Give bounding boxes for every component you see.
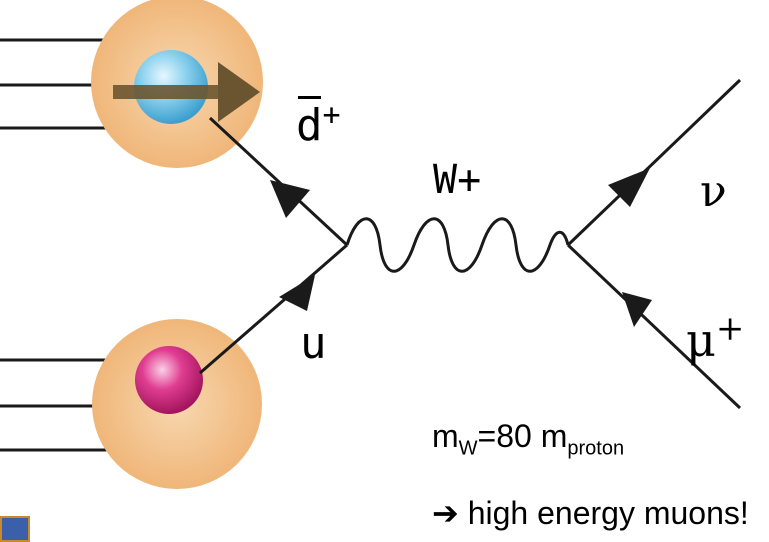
antiquark-symbol: d [296,96,323,151]
quark-sphere [135,346,203,414]
corner-logo [0,516,30,542]
conclusion-text: high energy muons! [467,495,749,531]
mass-sub-proton: proton [567,437,625,460]
fermion-lines [199,78,742,410]
mass-sub-w: W [458,437,478,460]
mass-eq: =80 m [477,418,568,454]
quark-label: u [300,318,327,369]
momentum-arrow [113,62,260,122]
arrowhead-quark [279,275,315,311]
arrowhead-muon [622,292,652,327]
antiquark-charge: + [322,97,341,133]
w-boson-line [345,217,570,273]
mass-m1: m [432,418,459,454]
muon-symbol: μ [686,313,716,367]
arrowhead-neutrino [608,168,650,207]
muon-charge: + [715,308,745,349]
antiquark-label: d+ [296,96,341,151]
w-boson-label: W+ [433,157,482,203]
mass-relation: mW=80 mproton [432,418,624,458]
conclusion-line: ➔ high energy muons! [432,494,749,532]
arrowhead-antiquark [270,180,310,218]
beam-lines-top [0,38,110,130]
arrow-icon: ➔ [432,495,459,531]
beam-lines-bottom [0,358,110,452]
muon-label: μ+ [686,312,744,367]
neutrino-label: ν [700,166,727,217]
